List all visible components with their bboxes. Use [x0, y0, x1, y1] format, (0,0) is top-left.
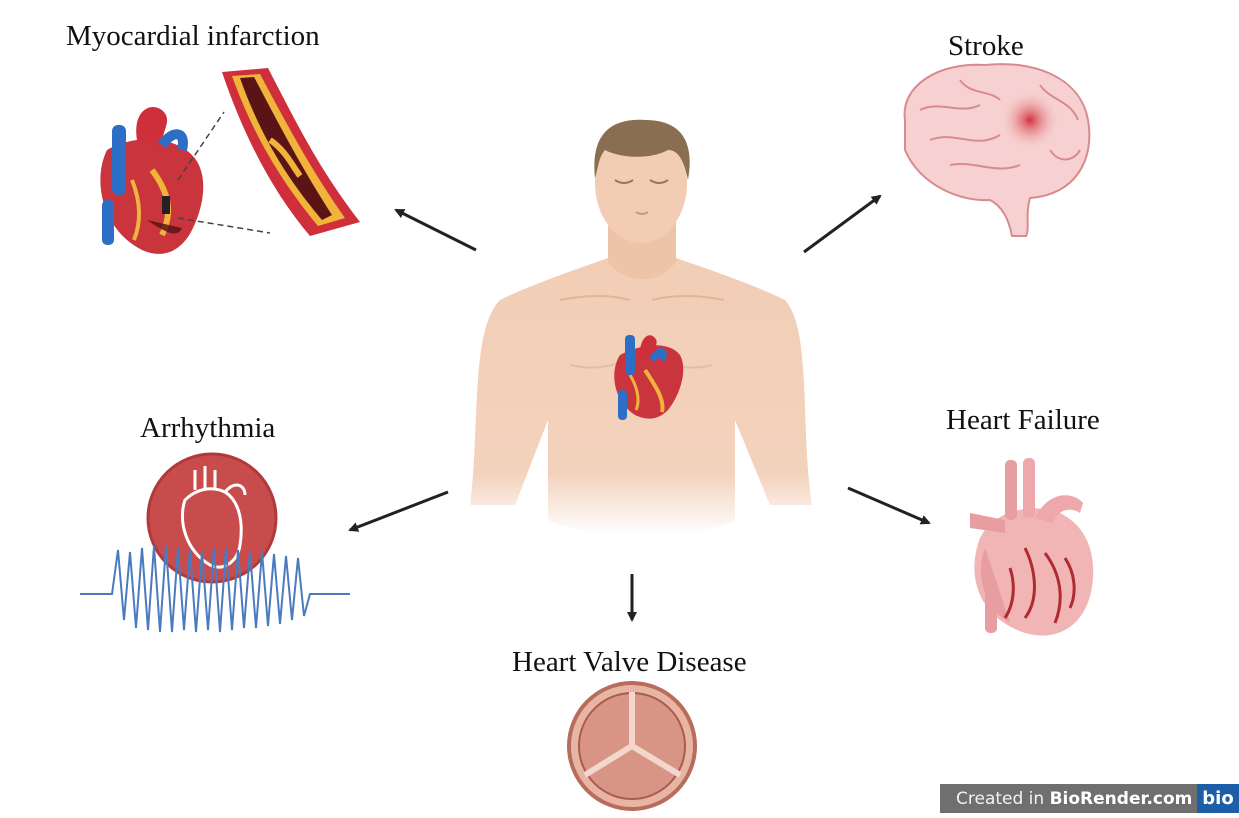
label-heart-valve-disease: Heart Valve Disease: [512, 648, 747, 677]
brain-icon: [905, 64, 1090, 236]
arrow-to-mi: [396, 210, 476, 250]
human-torso-icon: [470, 120, 812, 535]
failing-heart-icon: [970, 458, 1093, 636]
credit-prefix: Created in: [956, 789, 1044, 809]
biorender-logo-icon: bio: [1197, 784, 1239, 813]
heart-valve-icon: [569, 683, 695, 809]
credit-brand: BioRender.com: [1050, 789, 1193, 809]
arrow-to-stroke: [804, 196, 880, 252]
label-arrhythmia: Arrhythmia: [140, 414, 275, 443]
ecg-trace: [80, 546, 350, 632]
label-myocardial-infarction: Myocardial infarction: [66, 22, 320, 51]
arrow-to-arrhythmia: [350, 492, 448, 530]
mi-heart-icon: [100, 107, 203, 254]
label-stroke: Stroke: [948, 32, 1024, 61]
credit-text: Created in BioRender.com: [956, 789, 1192, 809]
biorender-credit-badge[interactable]: Created in BioRender.com bio: [940, 784, 1239, 813]
ecg-heart-icon: [80, 454, 350, 632]
arrow-to-heart-failure: [848, 488, 929, 523]
label-heart-failure: Heart Failure: [946, 406, 1100, 435]
artery-plaque-icon: [222, 68, 360, 236]
